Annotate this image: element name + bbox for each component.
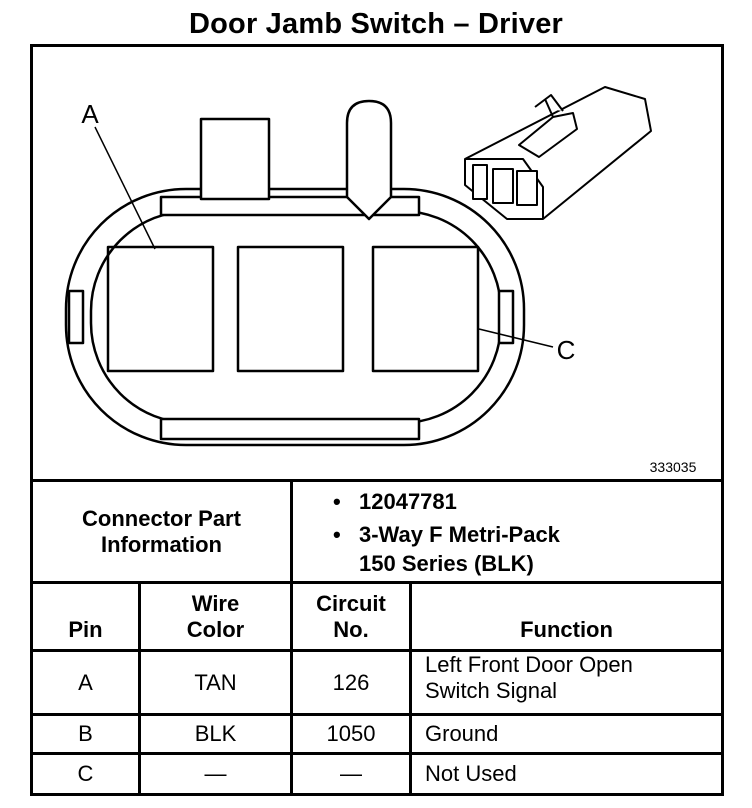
header-wire-color-line1: Wire: [191, 590, 240, 616]
connector-description: 3-Way F Metri-Pack 150 Series (BLK): [359, 520, 560, 578]
connector-isometric-view: [464, 86, 652, 220]
leader-line-a: [94, 126, 156, 250]
row-b-color: BLK: [194, 721, 237, 746]
connector-description-row: • 3-Way F Metri-Pack 150 Series (BLK): [333, 520, 713, 578]
divider-header-row: [33, 649, 721, 652]
part-number-row: • 12047781: [333, 487, 713, 516]
row-b-circuit: 1050: [326, 721, 376, 746]
divider-info-columns: [290, 479, 293, 581]
header-wire-color: Wire Color: [141, 584, 290, 649]
description-line2: 150 Series (BLK): [359, 551, 534, 576]
header-wire-color-line2: Color: [186, 616, 245, 642]
bullet-icon: •: [333, 489, 341, 514]
divider-col-circuit: [409, 581, 412, 793]
cavity-b: [236, 245, 345, 373]
leader-line-c: [478, 328, 554, 348]
divider-col-color: [290, 581, 293, 793]
divider-col-pin: [138, 581, 141, 793]
cavity-c: [371, 245, 480, 373]
connector-key: [345, 99, 393, 221]
description-line1: 3-Way F Metri-Pack: [359, 522, 560, 547]
row-a-color: TAN: [194, 669, 237, 695]
row-a-function-line2: Switch Signal: [425, 678, 558, 703]
connector-bottom-flange: [159, 417, 421, 441]
row-c-pin: C: [77, 761, 94, 786]
connector-info-label-line1: Connector Part: [82, 505, 241, 531]
divider-row-b: [33, 752, 721, 755]
connector-face-drawing: [64, 86, 652, 447]
header-circuit-no: Circuit No.: [293, 584, 409, 649]
diagram-label-a: A: [81, 99, 99, 129]
connector-right-side-tab: [497, 289, 515, 345]
connector-diagram: A C 333035: [33, 47, 721, 479]
connector-chart-frame: A C 333035 Connector Part Information • …: [30, 44, 724, 796]
header-function: Function: [520, 617, 613, 642]
figure-number: 333035: [649, 459, 697, 475]
connector-outer-shell: [64, 187, 526, 447]
diagram-label-c: C: [556, 335, 576, 365]
divider-info-table: [33, 581, 721, 584]
connector-info-label: Connector Part Information: [33, 482, 290, 581]
row-a-pin: A: [78, 669, 93, 695]
bullet-icon: •: [333, 522, 341, 547]
row-a-circuit: 126: [332, 669, 370, 695]
divider-diagram-info: [33, 479, 721, 482]
connector-left-side-tab: [67, 289, 85, 345]
connector-lock-tab: [199, 117, 271, 201]
row-b-pin: B: [78, 721, 93, 746]
header-pin: Pin: [68, 617, 103, 642]
divider-row-a: [33, 713, 721, 716]
header-circuit-line2: No.: [333, 616, 369, 642]
row-c-color: —: [204, 761, 227, 786]
connector-info-details: • 12047781 • 3-Way F Metri-Pack 150 Seri…: [333, 487, 713, 578]
row-a-function-line1: Left Front Door Open: [425, 652, 633, 677]
row-a-function: Left Front Door Open Switch Signal: [425, 652, 719, 713]
part-number: 12047781: [359, 489, 457, 514]
row-c-function: Not Used: [425, 761, 517, 786]
row-b-function: Ground: [425, 721, 499, 746]
cavity-a: [106, 245, 215, 373]
page-title: Door Jamb Switch – Driver: [188, 8, 564, 40]
header-circuit-line1: Circuit: [316, 590, 386, 616]
connector-info-label-line2: Information: [101, 531, 222, 557]
row-c-circuit: —: [340, 761, 362, 786]
